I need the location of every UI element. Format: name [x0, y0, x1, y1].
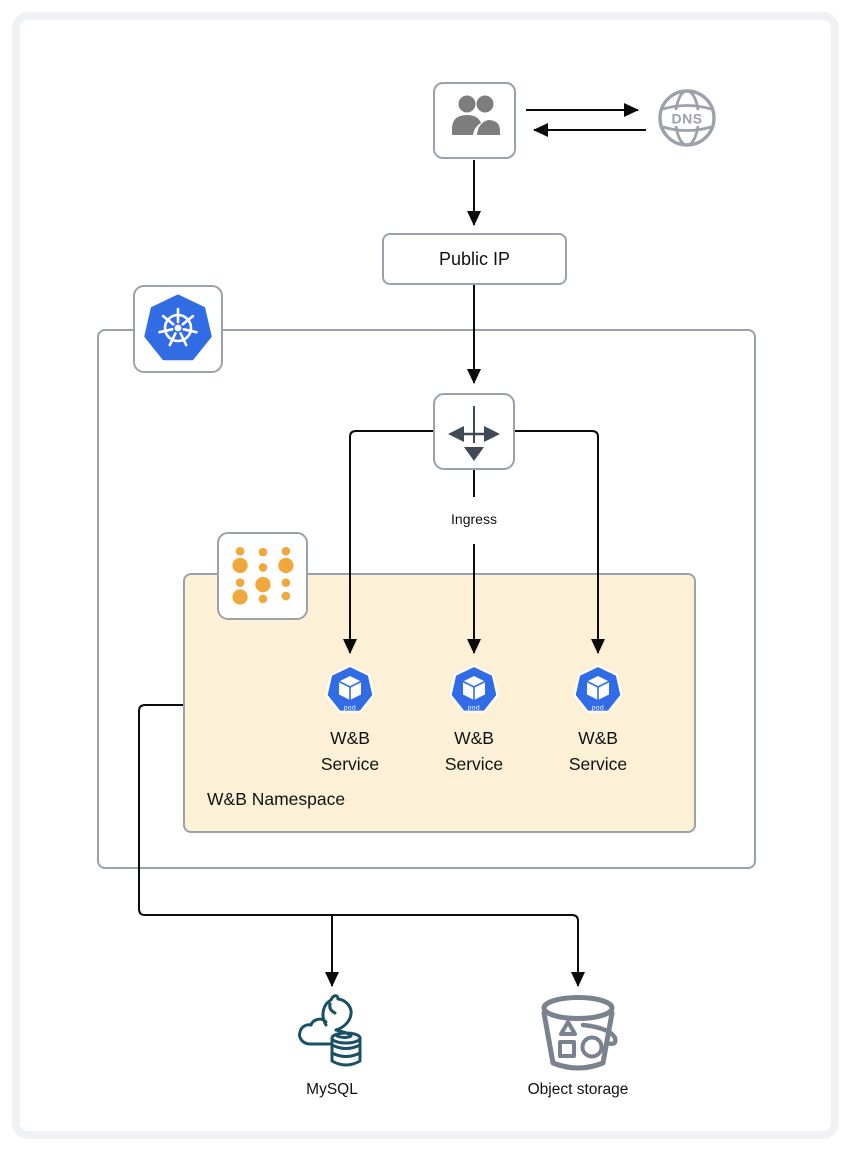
pod-icon: pod — [573, 665, 623, 713]
mysql-icon — [298, 994, 362, 1067]
pod-service-label: W&B Service — [444, 728, 504, 774]
dns-icon: DNS — [658, 89, 716, 147]
mysql-label: MySQL — [306, 1081, 358, 1098]
kubernetes-logo-icon — [144, 294, 212, 361]
pod-icon: pod — [325, 665, 375, 713]
ingress-node — [433, 393, 515, 470]
pod-icon-label: pod — [344, 705, 356, 712]
namespace-label: W&B Namespace — [207, 789, 346, 809]
pod-service-label: W&B Service — [320, 728, 380, 774]
namespace-node — [217, 532, 308, 620]
users-node — [433, 82, 516, 159]
public-ip-node: Public IP — [382, 233, 567, 285]
namespace-dots-icon — [232, 546, 294, 605]
pod-icon: pod — [449, 665, 499, 713]
public-ip-label: Public IP — [438, 248, 511, 269]
ingress-icon — [448, 406, 500, 461]
kubernetes-node — [133, 285, 223, 373]
page-frame — [12, 12, 839, 1139]
ingress-label: Ingress — [451, 511, 497, 527]
pod-service-label: W&B Service — [568, 728, 628, 774]
users-icon — [451, 95, 500, 135]
pod-icon-label: pod — [592, 705, 604, 712]
object-storage-label: Object storage — [527, 1081, 629, 1098]
object-storage-bucket-icon — [541, 995, 618, 1071]
pod-icon-label: pod — [468, 705, 480, 712]
dns-label: DNS — [671, 111, 702, 127]
